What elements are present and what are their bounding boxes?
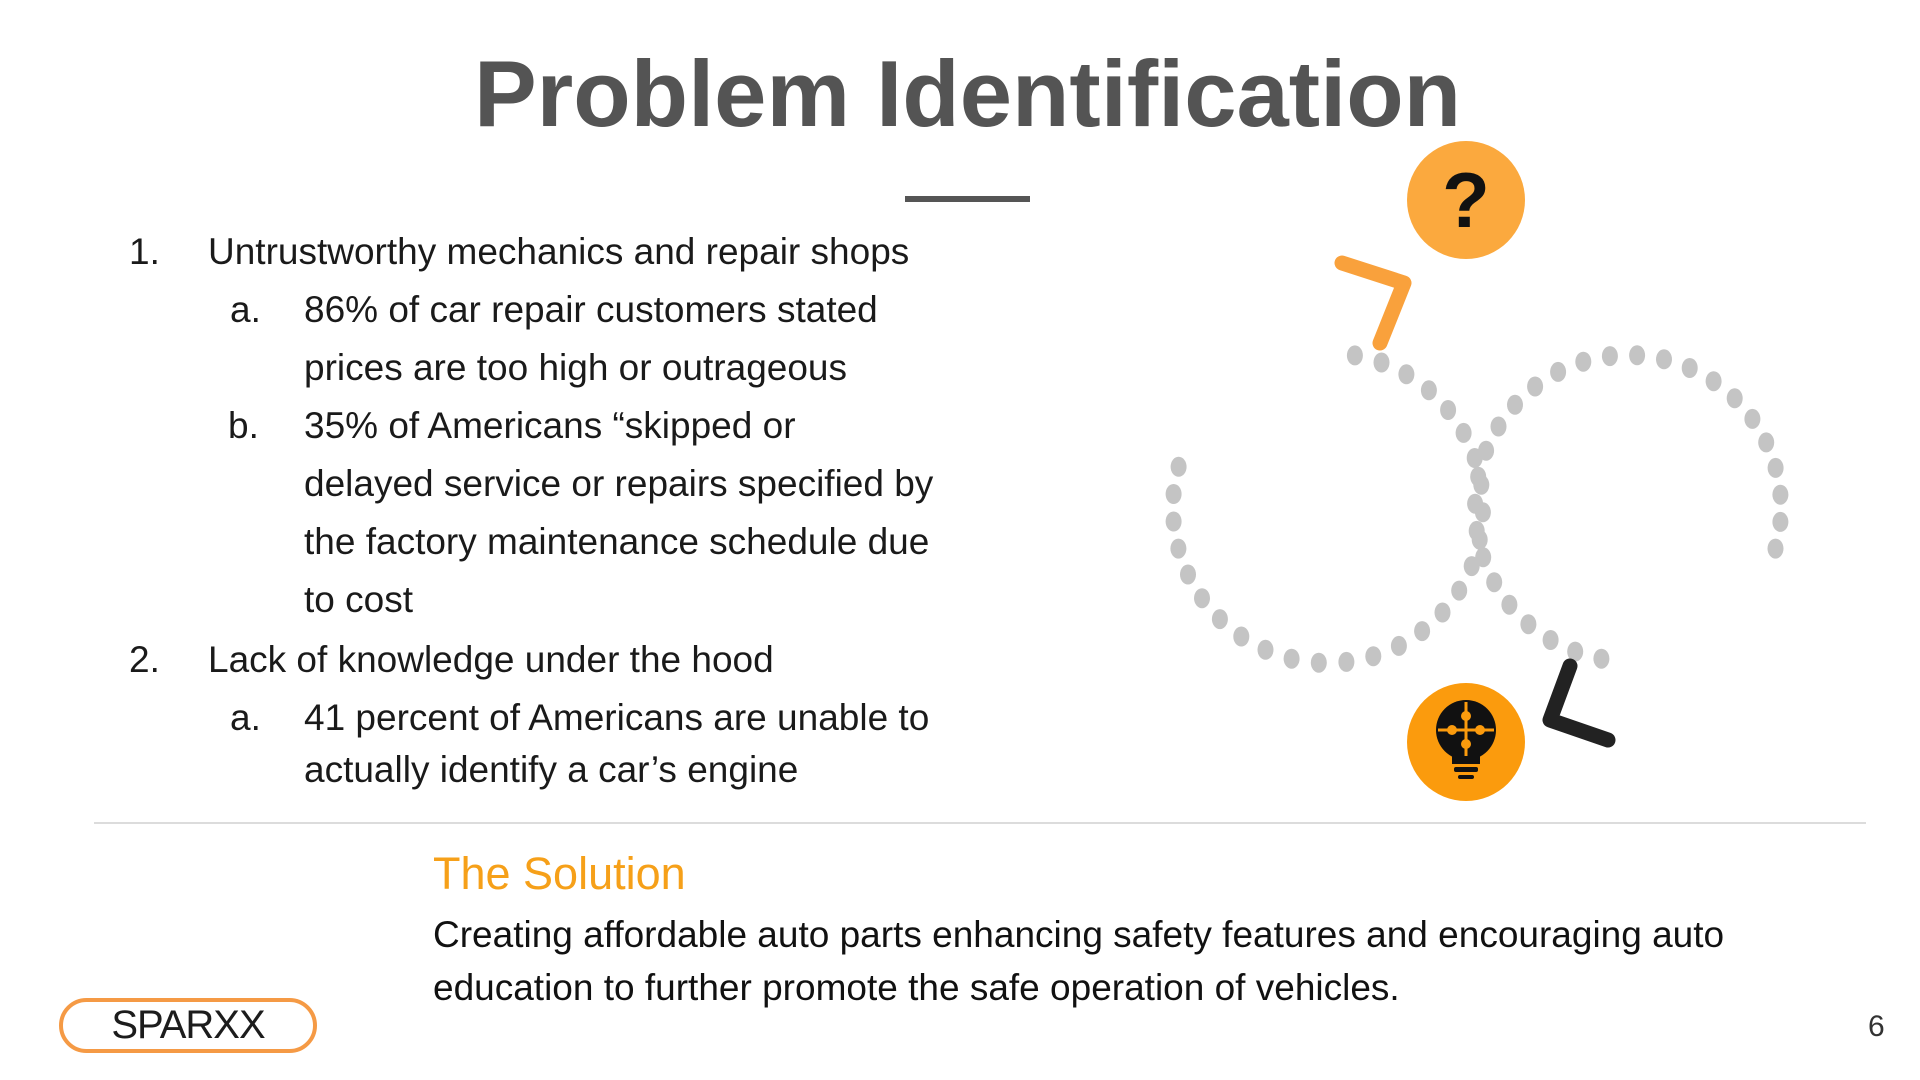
orange-arrow-icon (1334, 255, 1412, 351)
dot (1194, 588, 1210, 609)
dot (1486, 572, 1503, 593)
dot (1463, 556, 1480, 577)
list-marker-1: 1. (129, 231, 160, 272)
logo-text: SPARXX (111, 1003, 265, 1047)
list-item-2a-line-1: 41 percent of Americans are unable to (304, 697, 930, 738)
dot (1726, 388, 1743, 409)
dot (1398, 364, 1415, 385)
question-mark-symbol: ? (1442, 156, 1490, 244)
dotted-circle-left (1165, 345, 1491, 673)
dot (1475, 547, 1492, 568)
dot (1365, 646, 1382, 667)
page-number: 6 (1868, 1010, 1885, 1043)
list-item-1-line-1: Untrustworthy mechanics and repair shops (208, 231, 910, 272)
dot (1601, 346, 1618, 367)
dot (1451, 580, 1468, 601)
dot (1567, 641, 1584, 662)
dot (1767, 457, 1784, 478)
sparxx-logo: SPARXX (59, 998, 317, 1053)
problem-solution-graphic: ? (1165, 141, 1789, 801)
dot (1767, 538, 1784, 559)
dot (1470, 466, 1487, 487)
dot (1520, 614, 1537, 635)
dot (1629, 345, 1646, 366)
list-item-1a-line-1: 86% of car repair customers stated (304, 289, 878, 330)
dark-arrow-icon (1542, 658, 1616, 748)
solution-title: The Solution (433, 848, 686, 899)
lightbulb-puzzle-icon (1407, 683, 1525, 801)
dot (1593, 648, 1610, 669)
list-item-1b-line-3: the factory maintenance schedule due (304, 521, 930, 562)
page-title: Problem Identification (473, 41, 1462, 146)
dot (1440, 400, 1457, 420)
dot (1373, 352, 1390, 373)
dot (1165, 484, 1182, 504)
list-item-1b-line-4: to cost (304, 579, 413, 620)
dot (1346, 345, 1363, 366)
dot (1390, 635, 1407, 656)
dot (1170, 456, 1187, 477)
list-item-1b-line-1: 35% of Americans “skipped or (304, 405, 796, 446)
dot (1758, 432, 1775, 453)
dot (1467, 493, 1484, 514)
list-marker-1a: a. (230, 289, 261, 330)
dot (1211, 609, 1228, 630)
dot (1257, 639, 1274, 660)
solution-text: Creating affordable auto parts enhancing… (433, 914, 1725, 1008)
dotted-circle-right (1467, 345, 1789, 669)
dot (1542, 630, 1559, 650)
list-item-1b-line-2: delayed service or repairs specified by (304, 463, 934, 504)
list-item-2-line-1: Lack of knowledge under the hood (208, 639, 774, 680)
dot (1656, 349, 1672, 370)
dot (1705, 371, 1722, 392)
dot (1575, 351, 1592, 372)
dot (1772, 511, 1789, 532)
dot (1434, 602, 1451, 623)
dot (1338, 651, 1355, 672)
section-divider (94, 822, 1866, 824)
dot (1455, 422, 1472, 443)
dot (1310, 652, 1327, 673)
list-marker-2: 2. (129, 639, 160, 680)
list-item-2a-line-2: actually identify a car’s engine (304, 749, 799, 790)
list-marker-1b: b. (228, 405, 259, 446)
dot (1180, 564, 1196, 585)
dot (1414, 621, 1431, 642)
dot (1478, 440, 1495, 461)
dot (1170, 538, 1187, 559)
dot (1490, 416, 1507, 437)
dot (1681, 358, 1698, 378)
question-mark-icon: ? (1407, 141, 1525, 259)
dot (1507, 394, 1523, 415)
title-underline (905, 196, 1030, 202)
dot (1772, 484, 1789, 505)
dot (1233, 626, 1250, 647)
dot (1550, 361, 1567, 382)
dot (1283, 648, 1300, 669)
dot (1468, 520, 1485, 541)
dot (1527, 376, 1544, 397)
dot (1420, 380, 1437, 401)
list-marker-2a: a. (230, 697, 261, 738)
list-item-1a-line-2: prices are too high or outrageous (304, 347, 848, 388)
dot (1165, 511, 1182, 532)
dot (1501, 594, 1518, 615)
dot (1744, 408, 1761, 429)
